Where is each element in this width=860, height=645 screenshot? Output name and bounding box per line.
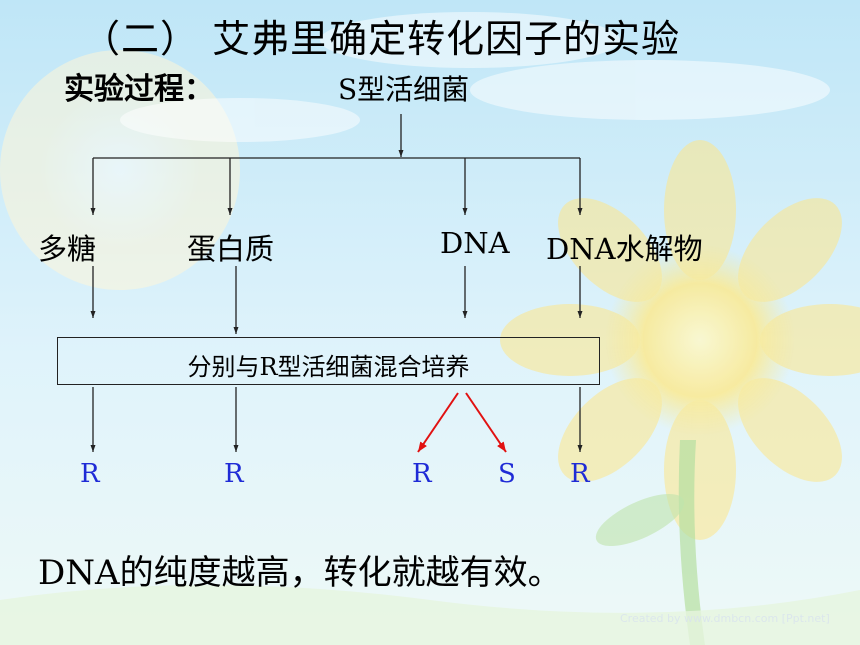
result-4: S <box>498 459 516 489</box>
result-3: R <box>412 459 432 489</box>
sunflower-right <box>500 140 860 645</box>
conclusion-text: DNA的纯度越高，转化就越有效。 <box>38 553 562 593</box>
clouds <box>120 12 830 142</box>
root-node-s-bacteria: S型活细菌 <box>338 73 470 106</box>
result-arrow-r-red <box>417 392 459 453</box>
result-arrow-s-red <box>465 392 507 453</box>
result-5: R <box>570 459 590 489</box>
process-box: 分别与R型活细菌混合培养 <box>57 337 600 385</box>
page-title: （二） 艾弗里确定转化因子的实验 <box>82 17 681 61</box>
branch-polysaccharide: 多糖 <box>38 232 97 266</box>
watermark: Created by www.dmbcn.com [Ppt.net] <box>620 612 830 625</box>
branch-protein: 蛋白质 <box>187 232 275 266</box>
result-2: R <box>224 459 244 489</box>
result-1: R <box>80 459 100 489</box>
process-box-label: 分别与R型活细菌混合培养 <box>187 353 470 381</box>
process-label: 实验过程： <box>64 72 214 107</box>
branch-dna: DNA <box>440 226 510 260</box>
branch-dna-hydrolysate: DNA水解物 <box>546 232 703 266</box>
